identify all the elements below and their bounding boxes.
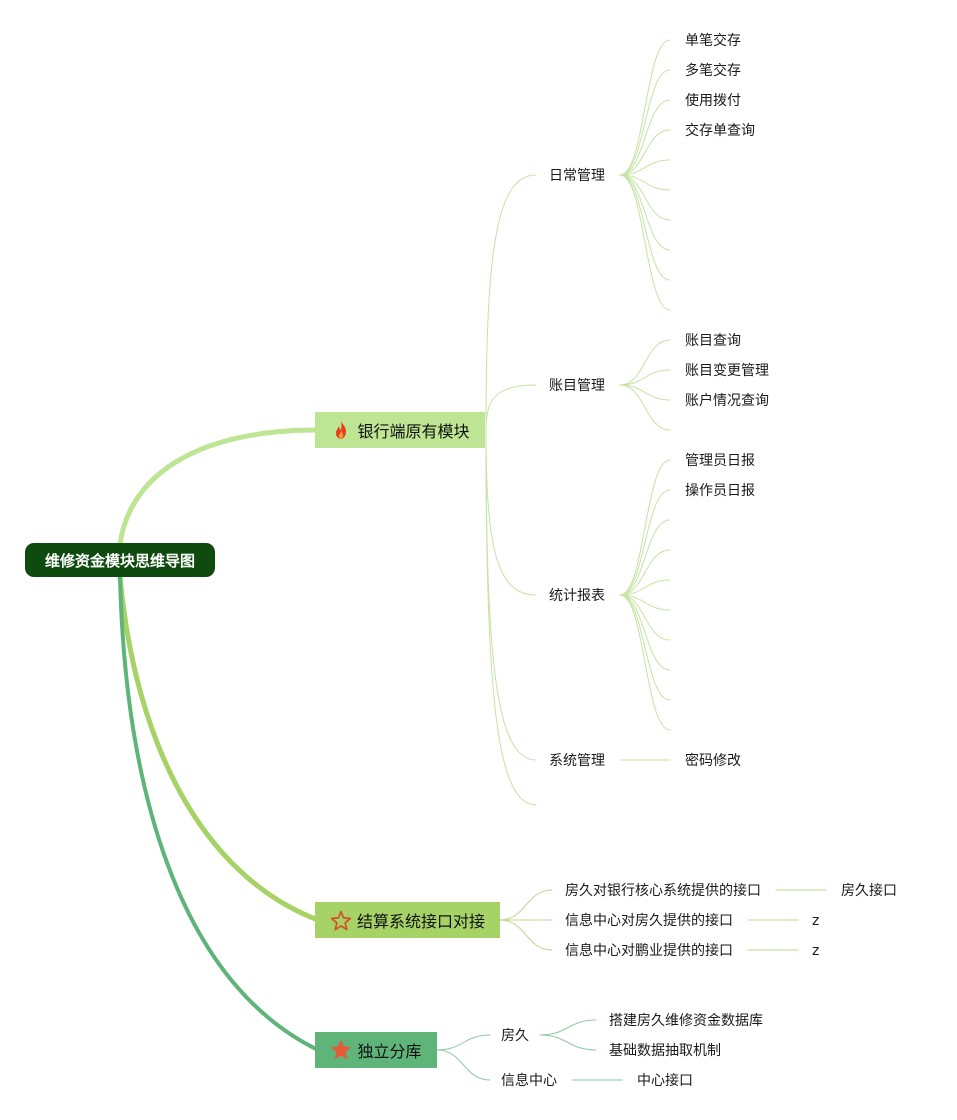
link-db-fangjiu [436, 1034, 491, 1051]
link-daily-7 [619, 174, 671, 251]
link-report-7 [619, 594, 671, 671]
branch-settlement-interface[interactable]: 结算系统接口对接 [315, 902, 500, 938]
leaf-build-fangjiu-db[interactable]: 搭建房久维修资金数据库 [609, 1013, 763, 1029]
topic-system-management[interactable]: 系统管理 [549, 753, 605, 769]
topic-fangjiu[interactable]: 房久 [501, 1028, 529, 1044]
leaf-admin-daily-report[interactable]: 管理员日报 [685, 453, 755, 469]
link-account-3 [619, 384, 671, 431]
topic-info-center[interactable]: 信息中心 [501, 1073, 557, 1089]
branch-independent-db[interactable]: 独立分库 [315, 1032, 437, 1068]
link-report-3 [619, 549, 671, 596]
topic-info-center-fangjiu-interface[interactable]: 信息中心对房久提供的接口 [565, 913, 733, 929]
leaf-z-1[interactable]: z [812, 913, 820, 929]
star-outline-icon [330, 909, 352, 931]
link-daily-1 [619, 69, 671, 176]
link-daily-8 [619, 174, 671, 281]
link-daily-0 [619, 39, 671, 176]
leaf-multi-deposit[interactable]: 多笔交存 [685, 63, 741, 79]
link-daily-3 [619, 129, 671, 176]
leaf-account-change[interactable]: 账目变更管理 [685, 363, 769, 379]
link-settle-0 [499, 889, 553, 921]
branch-db-label: 独立分库 [357, 1042, 422, 1061]
leaf-single-deposit[interactable]: 单笔交存 [685, 33, 741, 49]
link-account-1 [619, 369, 671, 386]
leaf-center-interface[interactable]: 中心接口 [637, 1073, 693, 1089]
leaf-z-2[interactable]: z [812, 943, 820, 959]
link-daily-2 [619, 99, 671, 176]
link-daily-4 [619, 159, 671, 176]
root-label: 维修资金模块思维导图 [44, 551, 195, 570]
leaf-operator-daily-report[interactable]: 操作员日报 [685, 483, 755, 499]
link-daily-6 [619, 174, 671, 221]
link-bank-daily [485, 174, 537, 431]
fire-icon [330, 419, 352, 441]
link-report-6 [619, 594, 671, 641]
topic-info-center-pengye-interface[interactable]: 信息中心对鹏业提供的接口 [565, 943, 733, 959]
link-settle-2 [499, 919, 553, 951]
link-report-0 [619, 459, 671, 596]
star-filled-icon [330, 1039, 352, 1061]
link-root-bank [117, 427, 321, 548]
leaf-base-data-extraction[interactable]: 基础数据抽取机制 [609, 1043, 721, 1059]
link-daily-5 [619, 174, 671, 191]
link-report-8 [619, 594, 671, 701]
link-daily-9 [619, 174, 671, 311]
link-report-1 [619, 489, 671, 596]
link-bank-report [485, 429, 537, 596]
branch-bank-modules[interactable]: 银行端原有模块 [315, 412, 485, 448]
topic-fangjiu-bank-core-interface[interactable]: 房久对银行核心系统提供的接口 [565, 883, 761, 899]
link-report-5 [619, 594, 671, 611]
branch-bank-label: 银行端原有模块 [357, 422, 470, 441]
link-bank-extra [485, 429, 537, 806]
link-account-0 [619, 339, 671, 386]
link-report-2 [619, 519, 671, 596]
topic-daily-management[interactable]: 日常管理 [549, 168, 605, 184]
topic-account-management[interactable]: 账目管理 [549, 378, 605, 394]
link-report-4 [619, 579, 671, 596]
branch-settle-label: 结算系统接口对接 [356, 912, 485, 931]
link-report-9 [619, 594, 671, 731]
leaf-account-status-query[interactable]: 账户情况查询 [685, 393, 769, 409]
link-db-info [436, 1049, 491, 1081]
topic-statistics-report[interactable]: 统计报表 [549, 588, 605, 604]
leaf-fangjiu-interface[interactable]: 房久接口 [841, 883, 897, 899]
link-account-2 [619, 384, 671, 401]
link-fangjiu-0 [539, 1019, 597, 1036]
root-node[interactable]: 维修资金模块思维导图 [25, 543, 215, 577]
leaf-deposit-slip-query[interactable]: 交存单查询 [685, 123, 755, 139]
link-bank-account [485, 384, 537, 431]
leaf-use-disbursement[interactable]: 使用拨付 [685, 93, 741, 109]
link-root-settle [117, 574, 321, 923]
link-bank-system [485, 429, 537, 761]
leaf-password-change[interactable]: 密码修改 [685, 753, 741, 769]
leaf-account-query[interactable]: 账目查询 [685, 333, 741, 349]
link-fangjiu-1 [539, 1034, 597, 1051]
link-root-db [118, 575, 320, 1052]
